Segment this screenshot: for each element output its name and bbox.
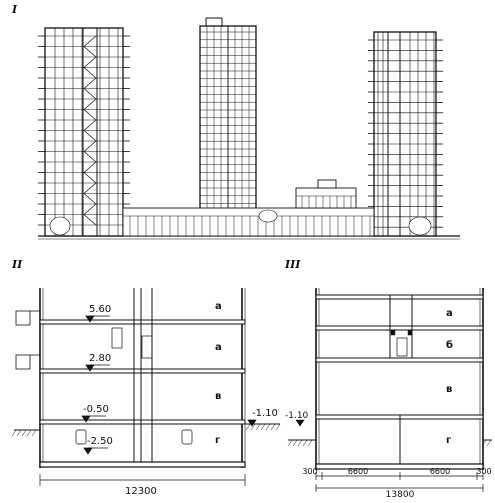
sec3-dim-ticks <box>315 472 484 492</box>
sec3-floor-label-4: г <box>446 435 451 446</box>
hatch-stroke <box>11 429 17 437</box>
hatch-stroke <box>275 423 281 431</box>
sec3-floor-label-2: б <box>446 339 453 351</box>
level-mark-4 <box>83 447 93 455</box>
hatch-stroke <box>16 429 22 437</box>
sec2-level-marks <box>81 315 257 455</box>
podium-outline <box>122 207 375 237</box>
hatch-stroke <box>292 439 298 447</box>
hatch-stroke <box>250 423 256 431</box>
left-tower-stair-zigzag <box>83 35 97 226</box>
hatch-stroke <box>302 439 308 447</box>
sec2-width-dimension: 12300 <box>125 486 157 497</box>
tree-right <box>408 216 432 236</box>
hatch-stroke <box>21 429 27 437</box>
right-tower-outline <box>373 31 437 237</box>
elevation-view <box>38 17 460 240</box>
sec3-dim-300-left: 300 <box>302 467 317 476</box>
right-tower <box>368 31 443 237</box>
trees <box>49 209 432 236</box>
sec2-basement-opening-2 <box>181 429 193 445</box>
section-ii <box>11 288 281 486</box>
podium-pavilion <box>295 187 357 209</box>
sec3-slab-3 <box>315 357 484 363</box>
sec3-base-slab <box>315 463 484 470</box>
hatch-stroke <box>287 439 293 447</box>
hatch-stroke <box>245 423 251 431</box>
hatch-stroke <box>297 439 303 447</box>
podium <box>122 179 375 237</box>
sec3-total-dimension: 13800 <box>386 490 415 499</box>
pavilion-top <box>317 179 337 189</box>
hatch-stroke <box>255 423 261 431</box>
sec2-door-1 <box>111 327 123 349</box>
sec3-floor-label-1: а <box>446 308 453 319</box>
sec2-door-2 <box>141 335 153 359</box>
hatch-stroke <box>26 429 32 437</box>
left-tower <box>38 27 130 237</box>
sec2-level-minus-0-50: -0.50 <box>83 404 109 415</box>
sec2-basement-opening-1 <box>75 429 87 445</box>
sec3-beam-1 <box>390 329 396 336</box>
hatch-stroke <box>265 423 271 431</box>
podium-columns <box>129 216 371 236</box>
sec2-level-minus-2-50: -2.50 <box>87 436 113 447</box>
sec2-floor-label-2: а <box>215 342 222 353</box>
sec2-floor-label-3: в <box>215 391 221 402</box>
sec3-level-mark <box>295 419 305 427</box>
right-tower-balconies <box>368 39 443 228</box>
sec3-floor-label-3: в <box>446 384 452 395</box>
sec2-base-slab <box>39 461 246 468</box>
sec2-level-minus-1-10: -1.10 <box>252 408 278 419</box>
sec3-ground-hatch <box>287 439 492 447</box>
section-iii-labels: а б в г -1.10 300 6600 6600 300 13800 <box>285 308 492 500</box>
sec2-slab-1 <box>39 319 246 325</box>
hatch-stroke <box>260 423 266 431</box>
sec2-slab-3 <box>39 419 246 425</box>
sec2-balcony-2 <box>15 354 31 370</box>
sec3-beam-2 <box>407 329 413 336</box>
sec2-floor-label-4: г <box>215 435 220 446</box>
sec2-ground-hatch <box>11 423 281 437</box>
level-mark-5 <box>247 419 257 427</box>
hatch-stroke <box>31 429 37 437</box>
hatch-stroke <box>307 439 313 447</box>
hatch-stroke <box>270 423 276 431</box>
part-label-ii: II <box>11 258 23 271</box>
part-label-iii: III <box>284 258 301 271</box>
tree-middle <box>258 209 278 223</box>
left-tower-outline <box>44 27 124 237</box>
part-label-i: I <box>11 3 18 16</box>
section-ii-labels: а а в г 5.60 2.80 -0.50 -2.50 -1.10 1230… <box>83 301 278 497</box>
sec3-slab-1 <box>315 294 484 300</box>
left-tower-balconies <box>38 35 130 226</box>
sec2-level-5-60: 5.60 <box>89 304 111 315</box>
sec2-balcony-1 <box>15 310 31 326</box>
sec3-dim-300-right: 300 <box>476 467 491 476</box>
sec3-door <box>396 337 408 357</box>
sec3-dim-6600-right: 6600 <box>430 467 450 476</box>
sec3-dim-6600-left: 6600 <box>348 467 368 476</box>
sec2-slab-2 <box>39 368 246 374</box>
middle-tower <box>199 17 257 212</box>
sec2-level-2-80: 2.80 <box>89 353 111 364</box>
pavilion-columns <box>301 196 352 208</box>
hatch-stroke <box>486 439 492 447</box>
tree-left <box>49 216 71 236</box>
hatch-stroke <box>481 439 487 447</box>
sec3-level-minus-1-10: -1.10 <box>285 411 309 421</box>
section-iii <box>287 288 492 492</box>
sec3-slab-2 <box>315 325 484 331</box>
sec2-floor-label-1: а <box>215 301 222 312</box>
